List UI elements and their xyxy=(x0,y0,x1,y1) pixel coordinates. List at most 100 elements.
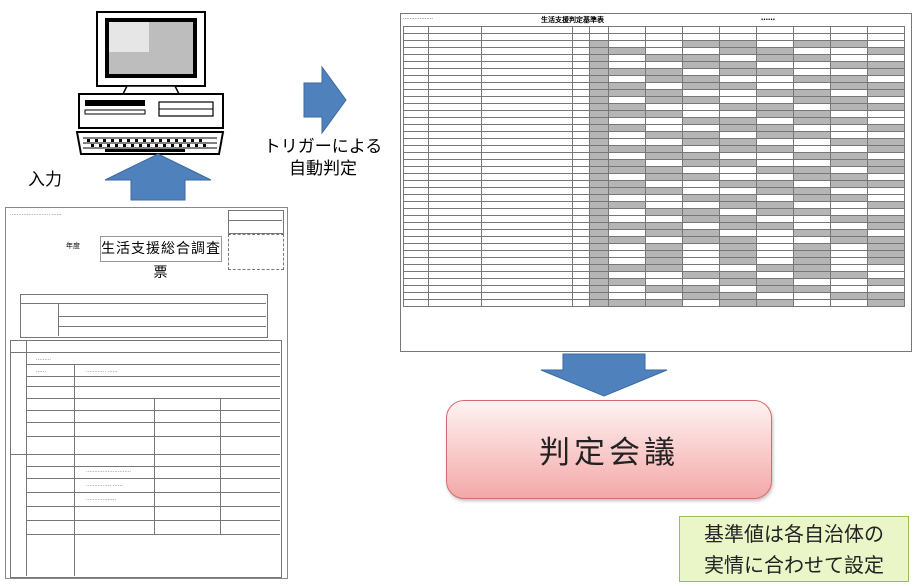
sheet-row xyxy=(403,61,905,69)
sheet-cell xyxy=(682,173,720,181)
sheet-cell xyxy=(428,285,482,293)
sheet-cell xyxy=(645,33,683,41)
sheet-cell xyxy=(608,243,646,251)
sheet-cell xyxy=(682,47,720,55)
sheet-cell xyxy=(428,243,482,251)
sheet-cell xyxy=(572,96,590,104)
sheet-cell xyxy=(572,75,590,83)
sheet-cell xyxy=(589,124,609,132)
sheet-cell xyxy=(645,264,683,272)
sheet-cell xyxy=(608,68,646,76)
sheet-cell xyxy=(403,152,429,160)
sheet-cell xyxy=(830,131,868,139)
sheet-cell xyxy=(756,180,794,188)
sheet-cell xyxy=(645,229,683,237)
sheet-cell xyxy=(793,271,831,279)
sheet-cell xyxy=(645,103,683,111)
sheet-cell xyxy=(830,208,868,216)
sheet-cell xyxy=(756,61,794,69)
sheet-cell xyxy=(793,187,831,195)
sheet-cell xyxy=(830,159,868,167)
sheet-cell xyxy=(403,138,429,146)
sheet-cell xyxy=(428,278,482,286)
sheet-cell xyxy=(756,26,794,34)
sheet-row xyxy=(403,285,905,293)
sheet-cell xyxy=(867,299,905,307)
sheet-cell xyxy=(793,208,831,216)
sheet-cell xyxy=(719,54,757,62)
sheet-cell xyxy=(481,152,573,160)
sheet-cell xyxy=(719,194,757,202)
sheet-cell xyxy=(793,229,831,237)
sheet-cell xyxy=(719,103,757,111)
sheet-cell xyxy=(756,131,794,139)
sheet-cell xyxy=(645,159,683,167)
sheet-cell xyxy=(589,271,609,279)
sheet-row xyxy=(403,250,905,258)
sheet-cell xyxy=(403,68,429,76)
sheet-cell xyxy=(793,222,831,230)
sheet-cell xyxy=(719,166,757,174)
sheet-cell xyxy=(682,194,720,202)
sheet-cell xyxy=(830,180,868,188)
sheet-cell xyxy=(428,152,482,160)
sheet-cell xyxy=(589,278,609,286)
sheet-cell xyxy=(645,243,683,251)
sheet-cell xyxy=(793,264,831,272)
sheet-cell xyxy=(403,159,429,167)
sheet-row xyxy=(403,138,905,146)
sheet-cell xyxy=(572,159,590,167)
sheet-cell xyxy=(793,96,831,104)
sheet-cell xyxy=(572,194,590,202)
sheet-cell xyxy=(428,292,482,300)
sheet-cell xyxy=(481,68,573,76)
sheet-cell xyxy=(719,152,757,160)
sheet-cell xyxy=(830,257,868,265)
sheet-cell xyxy=(608,33,646,41)
sheet-cell xyxy=(793,299,831,307)
sheet-cell xyxy=(481,26,573,34)
sheet-row xyxy=(403,68,905,76)
sheet-cell xyxy=(572,243,590,251)
sheet-cell xyxy=(589,264,609,272)
sheet-cell xyxy=(756,96,794,104)
sheet-cell xyxy=(756,110,794,118)
trigger-label-line1: トリガーによる xyxy=(263,137,383,157)
sheet-cell xyxy=(608,229,646,237)
sheet-cell xyxy=(645,54,683,62)
sheet-cell xyxy=(645,285,683,293)
sheet-cell xyxy=(589,82,609,90)
sheet-cell xyxy=(756,166,794,174)
sheet-cell xyxy=(756,257,794,265)
computer-icon xyxy=(75,10,225,160)
sheet-cell xyxy=(403,299,429,307)
sheet-cell xyxy=(428,194,482,202)
sheet-cell xyxy=(793,47,831,55)
sheet-cell xyxy=(428,82,482,90)
sheet-cell xyxy=(645,124,683,132)
sheet-cell xyxy=(428,89,482,97)
sheet-cell xyxy=(867,54,905,62)
sheet-cell xyxy=(589,159,609,167)
sheet-cell xyxy=(572,152,590,160)
sheet-cell xyxy=(719,299,757,307)
sheet-cell xyxy=(682,285,720,293)
sheet-cell xyxy=(608,257,646,265)
form-year-label: 年度 xyxy=(66,242,80,250)
sheet-row xyxy=(403,166,905,174)
sheet-row xyxy=(403,264,905,272)
sheet-cell xyxy=(830,40,868,48)
sheet-cell xyxy=(830,271,868,279)
up-arrow-icon xyxy=(103,152,213,202)
sheet-cell xyxy=(756,187,794,195)
sheet-cell xyxy=(682,187,720,195)
sheet-cell xyxy=(645,278,683,286)
sheet-cell xyxy=(403,208,429,216)
standard-note-line1: 基準値は各自治体の xyxy=(704,522,884,546)
sheet-cell xyxy=(867,40,905,48)
sheet-cell xyxy=(867,138,905,146)
sheet-cell xyxy=(830,236,868,244)
sheet-cell xyxy=(572,271,590,279)
sheet-cell xyxy=(756,222,794,230)
sheet-cell xyxy=(830,250,868,258)
